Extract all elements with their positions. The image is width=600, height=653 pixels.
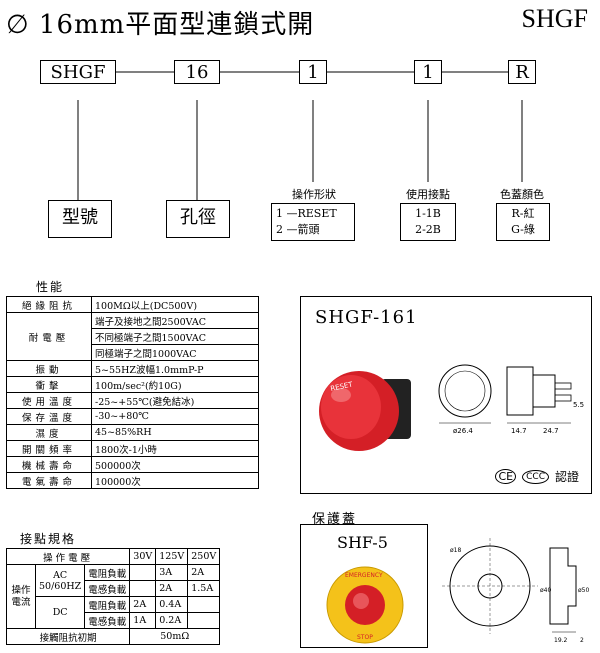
cover-color-option-2: G-綠 bbox=[511, 223, 535, 236]
certifications: CE CCC 認證 bbox=[495, 468, 579, 485]
table-row: 接觸阻抗初期 50mΩ bbox=[5, 628, 221, 645]
cover-color-title: 色蓋顏色 bbox=[500, 188, 544, 201]
cover-panel: SHF-5 EMERGENCY STOP bbox=[300, 524, 428, 648]
contact-option-2: 2-2B bbox=[415, 223, 441, 236]
cover-dim-5: 2 bbox=[580, 637, 584, 644]
contact-option-1: 1-1B bbox=[415, 207, 441, 220]
code-part-operation: 1 bbox=[299, 60, 327, 84]
performance-title: 性能 bbox=[36, 280, 65, 294]
dim-length-2: 24.7 bbox=[543, 427, 559, 435]
table-row: 操作電流 AC 50/60HZ 電阻負載 3A 2A bbox=[6, 564, 221, 629]
cover-name: SHF-5 bbox=[337, 533, 388, 552]
cover-photo: EMERGENCY STOP bbox=[326, 566, 404, 644]
cover-dim-2: ø40 bbox=[540, 587, 551, 594]
cover-color-options: R-紅 G-綠 bbox=[496, 203, 550, 241]
operation-option-1: 1 —RESET bbox=[276, 207, 337, 220]
table-row: 保存溫度-30~+80℃ bbox=[6, 408, 259, 425]
product-panel: SHGF-161 RESET ø26.4 14.7 24.7 5.5 CE CC… bbox=[300, 296, 592, 494]
code-part-color: R bbox=[508, 60, 536, 84]
table-row: 操作電壓 30V 125V 250V bbox=[5, 548, 221, 565]
operation-options: 1 —RESET 2 —箭頭 bbox=[271, 203, 355, 241]
operation-title: 操作形狀 bbox=[292, 188, 336, 201]
cover-title: 保護蓋 bbox=[312, 512, 358, 527]
cover-color-option-1: R-紅 bbox=[511, 207, 535, 220]
table-row: 使用溫度-25~+55℃(避免結冰) bbox=[6, 392, 259, 409]
product-photo: RESET bbox=[319, 371, 411, 451]
cover-dim-4: 19.2 bbox=[554, 637, 568, 644]
dim-length-1: 14.7 bbox=[511, 427, 527, 435]
table-row: 耐電壓端子及接地之間2500VAC bbox=[6, 312, 259, 361]
ccc-icon: CCC bbox=[522, 469, 549, 484]
ce-icon: CE bbox=[495, 469, 517, 484]
cover-ring-text: EMERGENCY bbox=[345, 572, 383, 579]
product-name: SHGF-161 bbox=[315, 307, 418, 328]
cover-dim-1: ø18 bbox=[450, 547, 461, 554]
contact-options: 1-1B 2-2B bbox=[400, 203, 456, 241]
contacts-title: 接點規格 bbox=[20, 532, 77, 546]
label-model: 型號 bbox=[48, 200, 112, 238]
cover-drawing: ø18 ø40 ø50 19.2 2 bbox=[442, 538, 589, 644]
code-part-model: SHGF bbox=[40, 60, 116, 84]
label-hole-diameter: 孔徑 bbox=[166, 200, 230, 238]
table-row: DC 電阻負載 2A 0.4A bbox=[7, 596, 221, 629]
cert-label: 認證 bbox=[554, 470, 579, 484]
model-label: SHGF bbox=[521, 4, 588, 33]
dim-terminal: 5.5 bbox=[573, 401, 584, 409]
contacts-table: 操作電壓 30V 125V 250V 操作電流 AC 50/60HZ 電阻負載 … bbox=[5, 548, 221, 645]
operation-option-2: 2 —箭頭 bbox=[276, 223, 320, 236]
cover-stop-text: STOP bbox=[357, 634, 373, 641]
code-part-contact: 1 bbox=[414, 60, 442, 84]
contact-title: 使用接點 bbox=[406, 188, 450, 201]
page-title: ∅ 16mm平面型連鎖式開 bbox=[6, 10, 315, 40]
cover-dim-3: ø50 bbox=[578, 587, 589, 594]
product-drawing: ø26.4 14.7 24.7 5.5 bbox=[438, 364, 584, 435]
code-part-hole: 16 bbox=[174, 60, 220, 84]
dim-diameter: ø26.4 bbox=[453, 427, 473, 435]
table-row: 電感負載 1A 0.2A bbox=[7, 612, 221, 629]
